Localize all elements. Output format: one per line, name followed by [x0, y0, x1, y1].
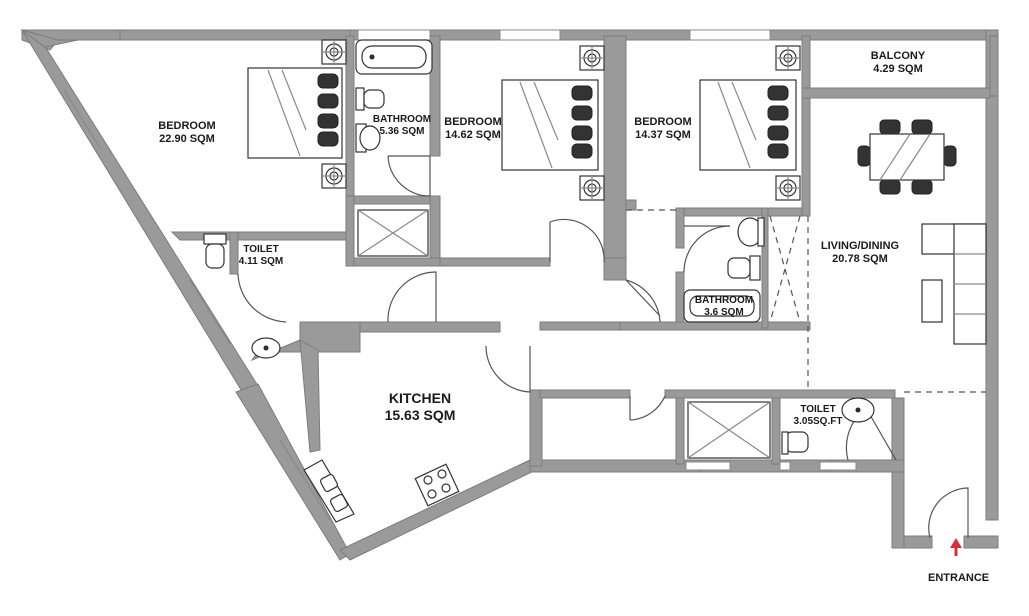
entrance-arrow	[950, 538, 962, 556]
bathroom-2-fixtures	[683, 217, 765, 323]
sofa	[921, 223, 987, 345]
room-area: 4.11 SQM	[238, 256, 284, 267]
room-name: TOILET	[243, 244, 279, 255]
kitchen-sink	[303, 459, 355, 523]
room-area: 20.78 SQM	[832, 253, 888, 265]
dashed-boundaries	[626, 209, 986, 393]
room-area: 3.05SQ.FT	[793, 416, 843, 427]
room-area: 14.62 SQM	[445, 129, 501, 141]
room-name: BEDROOM	[444, 116, 502, 128]
room-label-kitchen: KITCHEN 15.63 SQM	[372, 390, 468, 424]
room-label-bathroom-1: BATHROOM 5.36 SQM	[372, 114, 432, 138]
bed-middle	[501, 79, 599, 171]
dining-table	[857, 119, 957, 195]
room-area: 4.29 SQM	[873, 63, 923, 75]
room-area: 15.63 SQM	[384, 407, 456, 423]
room-label-bedroom-right: BEDROOM 14.37 SQM	[630, 116, 696, 142]
toilet-2-fixtures	[781, 397, 875, 455]
room-label-bedroom-middle: BEDROOM 14.62 SQM	[440, 116, 506, 142]
toilet-bowl-1	[355, 87, 385, 111]
bed-left	[247, 67, 343, 159]
room-name: BATHROOM	[694, 295, 754, 306]
room-label-balcony: BALCONY 4.29 SQM	[860, 50, 936, 76]
room-area: 14.37 SQM	[635, 129, 691, 141]
entrance-label: ENTRANCE	[928, 572, 990, 584]
bed-right	[699, 79, 797, 171]
room-label-bathroom-2: BATHROOM 3.6 SQM	[692, 295, 756, 319]
room-label-toilet-1: TOILET 4.11 SQM	[234, 244, 288, 268]
shower-toilet-2	[687, 401, 771, 459]
room-label-bedroom-left: BEDROOM 22.90 SQM	[142, 120, 232, 146]
room-area: 3.6 SQM	[704, 307, 744, 318]
kitchen-hob	[414, 463, 460, 507]
room-name: BEDROOM	[634, 116, 692, 128]
windows	[63, 29, 857, 521]
room-name: BEDROOM	[158, 120, 216, 132]
room-name: BALCONY	[870, 50, 926, 62]
room-area: 5.36 SQM	[379, 126, 425, 137]
room-name: BATHROOM	[372, 114, 432, 125]
bathtub-1	[355, 39, 433, 75]
room-label-living-dining: LIVING/DINING 20.78 SQM	[812, 240, 908, 266]
room-name: LIVING/DINING	[820, 240, 900, 252]
room-area: 22.90 SQM	[159, 133, 215, 145]
room-name: TOILET	[800, 404, 836, 415]
room-label-toilet-2: TOILET 3.05SQ.FT	[786, 404, 850, 428]
shower-bathroom-1	[357, 209, 429, 257]
room-name: KITCHEN	[388, 390, 452, 406]
washbasin-1	[355, 123, 381, 153]
toilet-1-fixtures	[203, 233, 281, 359]
nightstand-lamps	[321, 39, 801, 201]
